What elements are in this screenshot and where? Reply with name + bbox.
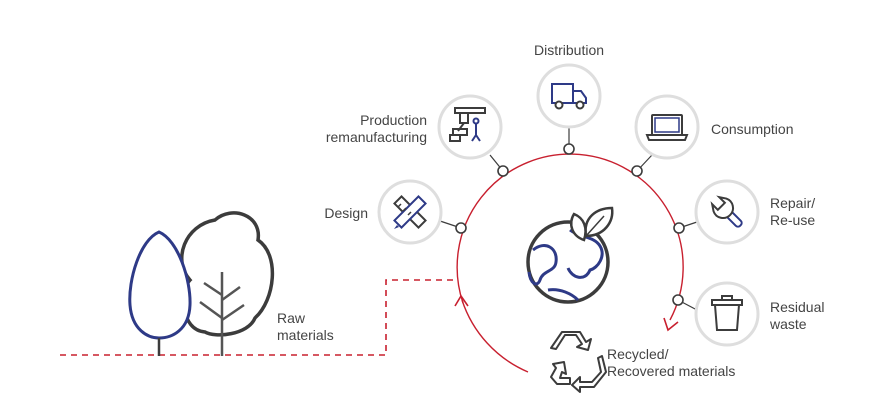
- truck-icon: [551, 83, 587, 110]
- cycle-arrow-head: [663, 317, 679, 332]
- tree-icon: [128, 211, 274, 356]
- cycle-arc: [456, 153, 684, 321]
- production-ring: [437, 94, 503, 160]
- trash-bin-icon: [711, 295, 743, 331]
- return-arc: [461, 299, 529, 373]
- recycle-icon: [550, 331, 607, 393]
- repair-label: Repair/ Re-use: [770, 195, 816, 228]
- globe-leaf-icon: [526, 206, 614, 304]
- robot-arm-icon: [449, 107, 486, 142]
- production-label: Production remanufacturing: [325, 112, 427, 145]
- recycled-materials-label: Recycled/ Recovered materials: [607, 346, 736, 379]
- wrench-icon: [710, 195, 743, 228]
- design-label: Design: [324, 205, 368, 221]
- laptop-icon: [645, 114, 689, 141]
- arc-nodes: [455, 143, 685, 306]
- consumption-label: Consumption: [711, 121, 794, 137]
- residual-waste-label: Residual waste: [770, 299, 825, 332]
- raw-materials-label: Raw materials: [277, 310, 334, 343]
- return-arrow-head: [454, 294, 469, 307]
- raw-materials-path: [60, 279, 456, 356]
- distribution-label: Distribution: [533, 42, 605, 58]
- design-tools-icon: [393, 195, 427, 229]
